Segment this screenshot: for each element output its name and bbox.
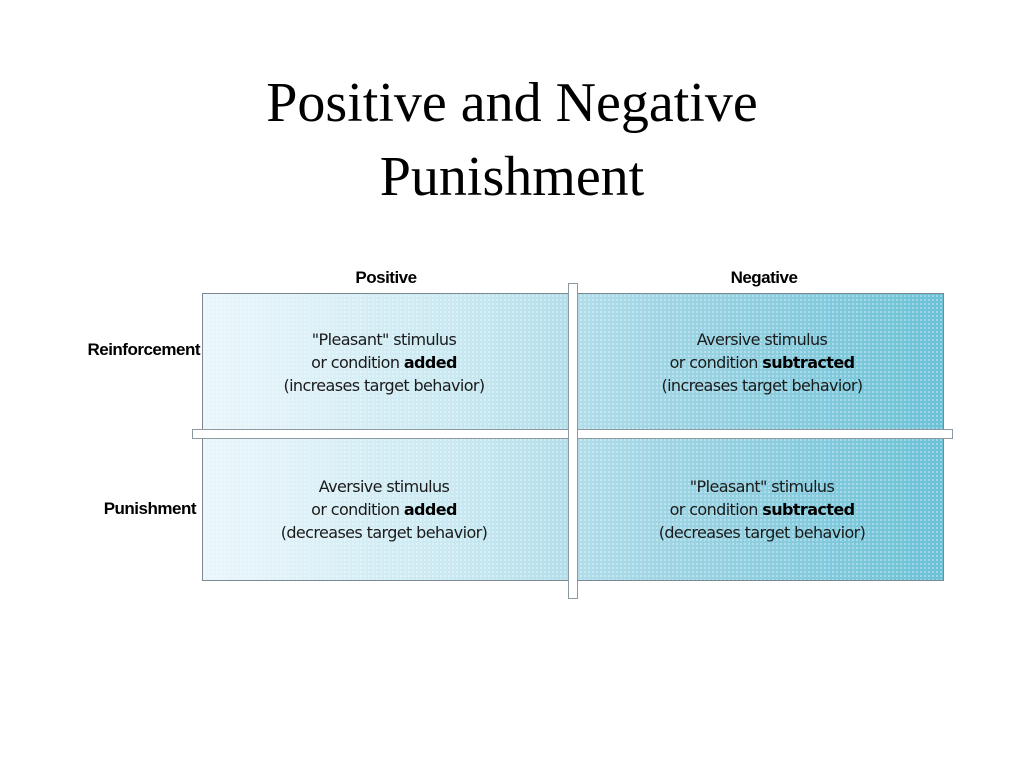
cell-line-2: or condition added bbox=[214, 498, 554, 521]
slide-title: Positive and Negative Punishment bbox=[0, 66, 1024, 214]
cell-line-1: Aversive stimulus bbox=[318, 477, 450, 496]
cell-line-3: (decreases target behavior) bbox=[658, 523, 866, 542]
column-header-negative: Negative bbox=[730, 268, 798, 287]
row-header-reinforcement: Reinforcement bbox=[87, 340, 200, 359]
cell-line-3: (increases target behavior) bbox=[661, 376, 863, 395]
cell-line-2: or condition subtracted bbox=[592, 351, 932, 374]
cell-line-3: (increases target behavior) bbox=[283, 376, 485, 395]
cell-reinforcement-positive: "Pleasant" stimulus or condition added (… bbox=[214, 328, 554, 397]
cell-punishment-negative: "Pleasant" stimulus or condition subtrac… bbox=[592, 475, 932, 544]
cell-line-2-text: or condition bbox=[311, 500, 404, 519]
slide-title-line-1: Positive and Negative bbox=[266, 72, 758, 134]
cell-line-3: (decreases target behavior) bbox=[280, 523, 488, 542]
cell-punishment-positive: Aversive stimulus or condition added (de… bbox=[214, 475, 554, 544]
vertical-divider bbox=[568, 283, 578, 599]
row-header-punishment: Punishment bbox=[103, 499, 197, 518]
cell-line-1: "Pleasant" stimulus bbox=[689, 477, 835, 496]
cell-line-2-bold: added bbox=[403, 353, 458, 372]
divider-intersection bbox=[569, 430, 577, 438]
column-header-positive: Positive bbox=[355, 268, 417, 287]
cell-line-2-text: or condition bbox=[669, 500, 763, 519]
cell-line-2-bold: added bbox=[403, 500, 458, 519]
cell-line-2-text: or condition bbox=[311, 353, 404, 372]
cell-line-2-text: or condition bbox=[669, 353, 763, 372]
cell-line-2: or condition subtracted bbox=[592, 498, 932, 521]
cell-line-2-bold: subtracted bbox=[762, 353, 855, 372]
cell-line-1: Aversive stimulus bbox=[696, 330, 828, 349]
cell-line-2-bold: subtracted bbox=[762, 500, 855, 519]
cell-line-2: or condition added bbox=[214, 351, 554, 374]
slide-title-line-2: Punishment bbox=[379, 146, 645, 208]
cell-reinforcement-negative: Aversive stimulus or condition subtracte… bbox=[592, 328, 932, 397]
cell-line-1: "Pleasant" stimulus bbox=[311, 330, 457, 349]
